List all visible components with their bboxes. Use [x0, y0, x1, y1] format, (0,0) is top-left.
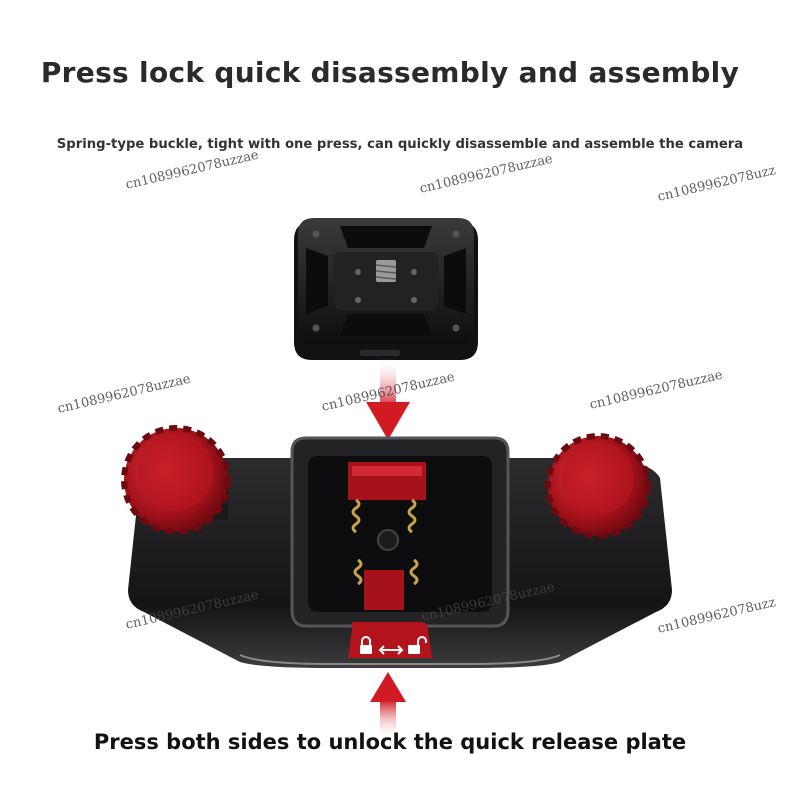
left-knob: [121, 425, 231, 535]
bottom-caption: Press both sides to unlock the quick rel…: [93, 730, 687, 754]
unlock-icon: [408, 636, 427, 654]
press-arrow: [370, 672, 406, 740]
double-arrow-icon: [378, 645, 404, 655]
lock-icon: [360, 636, 372, 654]
right-knob: [545, 433, 651, 539]
clip-base: [128, 436, 672, 668]
insert-arrow: [366, 358, 410, 440]
subheadline: Spring-type buckle, tight with one press…: [56, 137, 744, 152]
quick-release-plate: [294, 218, 478, 360]
headline: Press lock quick disassembly and assembl…: [40, 56, 740, 89]
